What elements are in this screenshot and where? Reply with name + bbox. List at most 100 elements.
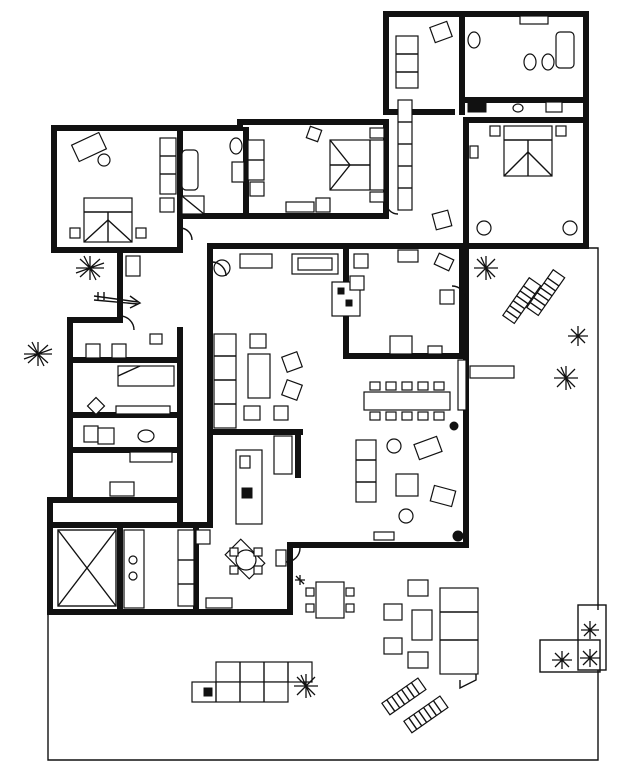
toilet — [467, 31, 481, 49]
armchair — [439, 289, 455, 305]
kitchen-counter — [123, 529, 145, 609]
shower — [97, 427, 115, 445]
sun-lounger — [501, 276, 542, 325]
nightstand — [369, 127, 385, 139]
dining-chair — [401, 381, 413, 391]
armchair — [249, 181, 265, 197]
plant-icon — [295, 575, 305, 585]
dining-chair — [385, 411, 397, 421]
table — [235, 549, 257, 571]
armchair — [353, 253, 369, 269]
armchair — [389, 335, 413, 355]
outdoor-sofa — [439, 587, 479, 675]
dining-chair — [433, 381, 445, 391]
single-bed — [117, 365, 175, 387]
counter — [273, 435, 293, 475]
plant-icon — [294, 674, 318, 698]
kitchen-furniture — [195, 435, 293, 609]
armchair — [273, 405, 289, 421]
armchair — [249, 333, 267, 349]
plant-pot — [449, 421, 459, 431]
west-bathroom-fixtures — [181, 137, 245, 215]
plant-icon — [554, 366, 578, 390]
basin — [83, 425, 99, 443]
desk — [285, 201, 315, 213]
bench — [373, 531, 395, 541]
door-swings — [119, 201, 467, 563]
lounge-chair — [383, 637, 403, 655]
dining-chair — [417, 381, 429, 391]
dining-chair — [401, 411, 413, 421]
armchair — [429, 484, 457, 508]
toilet — [85, 343, 101, 359]
dining-chair — [385, 381, 397, 391]
utility-rooms — [57, 529, 195, 609]
plant-icon — [580, 649, 600, 667]
shower-tray — [467, 97, 487, 113]
armchair — [562, 220, 578, 236]
shelf — [115, 405, 171, 415]
toilet — [229, 137, 243, 155]
sun-lounger — [403, 695, 449, 734]
sofa — [159, 137, 177, 195]
dining-chair — [417, 411, 429, 421]
coffee-table — [411, 609, 433, 641]
dining-table — [363, 391, 451, 411]
planter — [577, 604, 607, 671]
armchair — [413, 435, 443, 461]
vanity — [231, 161, 245, 183]
dining-chair — [369, 381, 381, 391]
sink — [195, 529, 211, 545]
shelf — [129, 451, 173, 463]
wardrobe — [397, 99, 413, 211]
lounge-chair — [407, 579, 429, 597]
stool — [349, 275, 365, 291]
living-room-furniture — [213, 253, 339, 429]
fireplace-inner — [297, 257, 333, 271]
basin — [111, 343, 127, 359]
plant-icon — [75, 255, 105, 281]
west-bedroom-furniture — [69, 131, 177, 243]
lounge-chair — [407, 651, 429, 669]
pantry-shelf — [177, 529, 195, 607]
planter — [539, 639, 601, 673]
plant-icon — [581, 621, 599, 639]
nightstand — [149, 333, 163, 345]
chair — [97, 153, 111, 167]
west-wing-furniture — [83, 255, 175, 497]
plant-icon — [23, 341, 53, 367]
basin — [545, 101, 563, 113]
plant-pot — [452, 530, 464, 542]
plant-icon — [568, 326, 588, 346]
bidet — [541, 53, 555, 71]
armchair — [243, 405, 261, 421]
side-table — [427, 345, 443, 355]
desk — [397, 249, 419, 263]
bathtub — [181, 149, 199, 191]
plant-icon — [552, 651, 572, 669]
armchair — [315, 197, 331, 213]
armchair — [476, 220, 492, 236]
steps — [469, 365, 515, 379]
stair-void — [57, 529, 117, 607]
study-furniture — [331, 249, 455, 355]
sun-lounger — [525, 268, 566, 317]
ottoman — [398, 508, 414, 524]
sofa — [355, 439, 377, 503]
armchair — [280, 378, 304, 402]
cabinet — [125, 255, 141, 277]
plants — [23, 255, 600, 698]
desk — [70, 131, 108, 163]
armchair — [433, 252, 455, 272]
entrance-arrow-icon — [93, 292, 142, 309]
lounge-chair — [383, 603, 403, 621]
nightstand — [135, 227, 147, 239]
toilet — [523, 53, 537, 71]
armchair — [159, 197, 175, 213]
nightstand — [69, 227, 81, 239]
ottoman — [386, 438, 402, 454]
dining-chair — [433, 411, 445, 421]
basin — [512, 103, 524, 113]
nightstand — [489, 125, 501, 137]
